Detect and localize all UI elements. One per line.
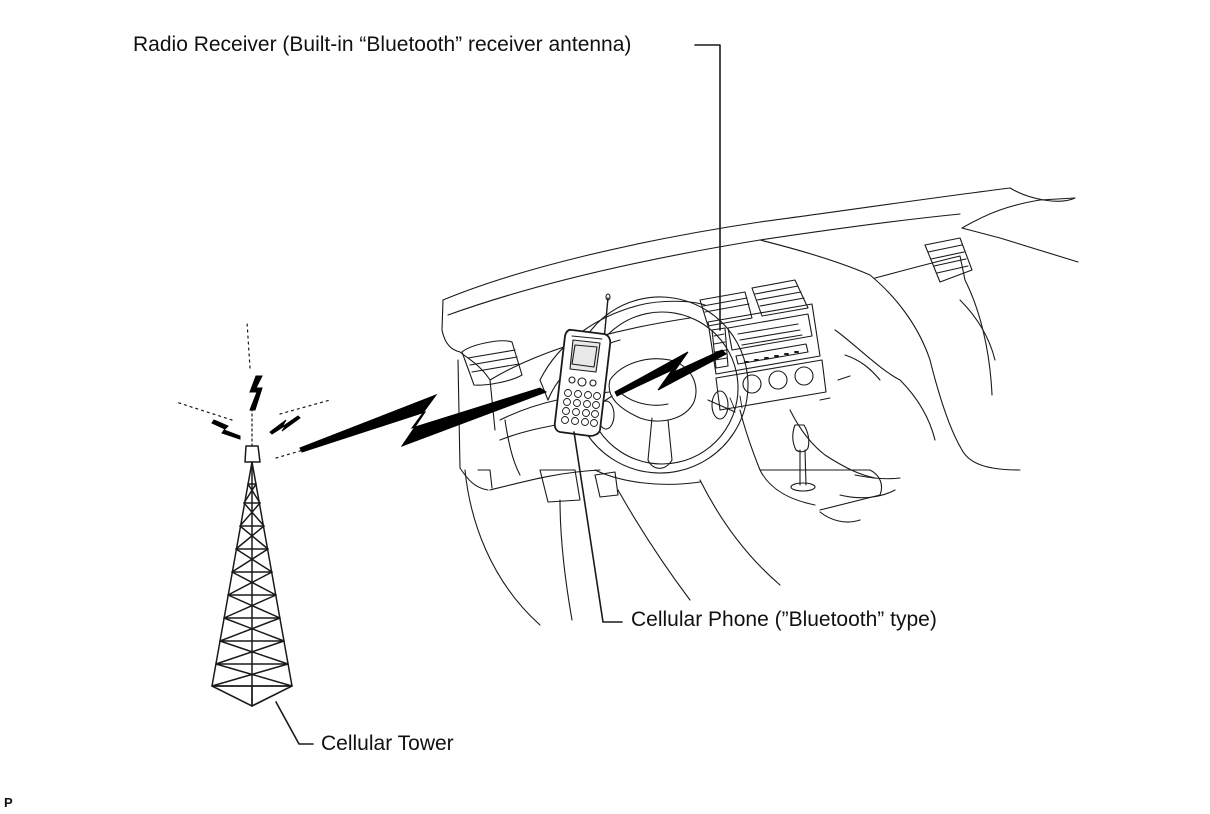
center-air-vents [699, 279, 809, 327]
radio-leader-line [694, 44, 721, 331]
bolt-tower-top [249, 375, 263, 411]
left-air-vent [461, 340, 523, 386]
cellular-phone-label: Cellular Phone (”Bluetooth” type) [631, 608, 937, 631]
radio-receiver-label: Radio Receiver (Built-in “Bluetooth” rec… [133, 33, 632, 56]
cellular-tower [211, 404, 293, 707]
bolt-tower-left [211, 419, 241, 440]
radio-receiver-unit [707, 303, 827, 411]
center-console [739, 409, 901, 523]
dashboard-outline [441, 187, 1079, 491]
bolt-tower-right [269, 415, 301, 435]
cellular-phone [553, 293, 612, 437]
bolt-phone-to-radio [614, 349, 727, 397]
cellular-tower-label: Cellular Tower [321, 732, 454, 755]
signal-bolts [211, 349, 727, 453]
leader-lines [275, 44, 721, 745]
lower-dash [464, 419, 781, 626]
bolt-tower-to-phone [299, 387, 548, 453]
right-air-vent [924, 237, 973, 283]
phone-leader-line [573, 431, 623, 623]
figure-code-label: P [4, 795, 13, 810]
tower-leader-line [275, 701, 314, 745]
